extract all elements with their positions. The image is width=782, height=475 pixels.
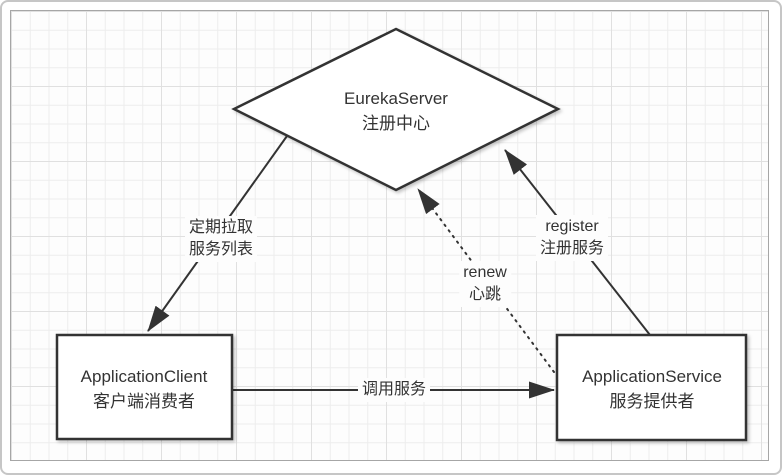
renew-label-line2: 心跳	[468, 286, 502, 303]
invoke-arrow-label: 调用服务	[357, 378, 431, 402]
register-label-line1: register	[545, 218, 599, 235]
invoke-label-line1: 调用服务	[361, 381, 427, 398]
nodes-layer	[55, 27, 748, 442]
eureka-server-node[interactable]	[231, 27, 561, 192]
register-label-line2: 注册服务	[539, 240, 605, 257]
renew-label-line1: renew	[463, 264, 507, 281]
application-client-node[interactable]	[55, 333, 234, 441]
pull-arrow-label: 定期拉取 服务列表	[184, 216, 258, 262]
pull-label-line2: 服务列表	[188, 241, 254, 258]
application-service-node[interactable]	[555, 333, 748, 442]
pull-label-line1: 定期拉取	[188, 219, 254, 236]
register-arrow-label: register 注册服务	[535, 215, 609, 261]
renew-arrow-label: renew 心跳	[459, 261, 511, 307]
